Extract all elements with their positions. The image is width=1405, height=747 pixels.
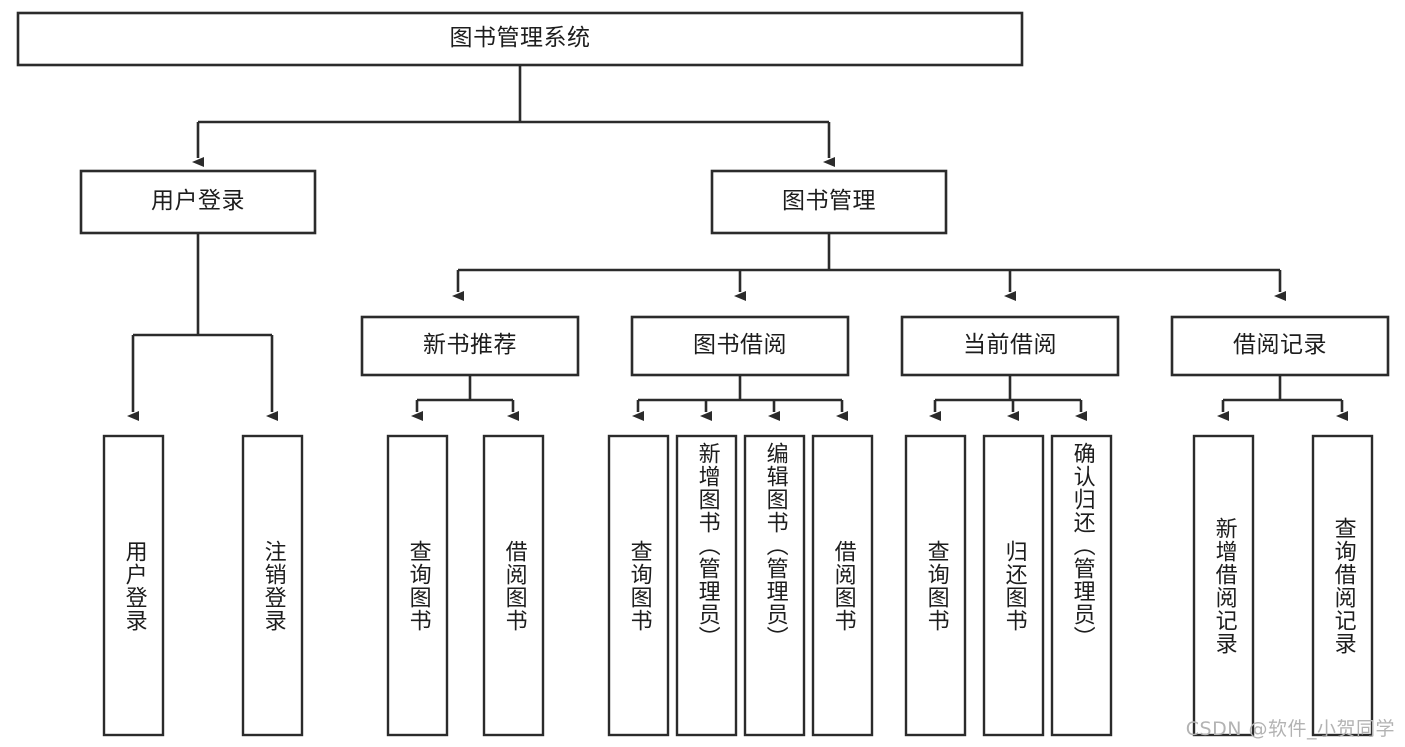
node-box-leaf-1[interactable] [241,434,304,737]
connector-newbook-to-leaves [411,375,519,421]
node-box-leaf-8[interactable] [904,434,967,737]
node-box-leaf-11[interactable] [1192,434,1255,737]
node-box-leaf-0[interactable] [102,434,165,737]
node-box-user-login[interactable] [79,169,317,235]
node-box-root[interactable] [16,11,1024,67]
connector-root-to-level2 [192,65,835,167]
node-box-leaf-6[interactable] [743,434,806,737]
connector-borrowrecord-to-leaves [1217,375,1348,421]
node-box-leaf-3[interactable] [482,434,545,737]
node-box-leaf-7[interactable] [811,434,874,737]
node-box-leaf-4[interactable] [607,434,670,737]
csdn-watermark: CSDN @软件_小贺同学 [1185,718,1395,740]
node-box-leaf-12[interactable] [1311,434,1374,737]
node-box-leaf-9[interactable] [982,434,1045,737]
connector-userlogin-to-leaves [127,233,278,421]
node-box-borrow-record[interactable] [1170,315,1390,377]
node-box-leaf-2[interactable] [386,434,449,737]
connector-bookborrow-to-leaves [632,375,848,421]
node-box-book-management[interactable] [710,169,948,235]
node-box-new-book-recommend[interactable] [360,315,580,377]
node-box-book-borrow[interactable] [630,315,850,377]
connector-currentborrow-to-leaves [929,375,1087,421]
node-box-leaf-10[interactable] [1050,434,1113,737]
node-box-current-borrow[interactable] [900,315,1120,377]
connector-bookmgmt-to-level3 [452,233,1286,301]
node-box-leaf-5[interactable] [675,434,738,737]
